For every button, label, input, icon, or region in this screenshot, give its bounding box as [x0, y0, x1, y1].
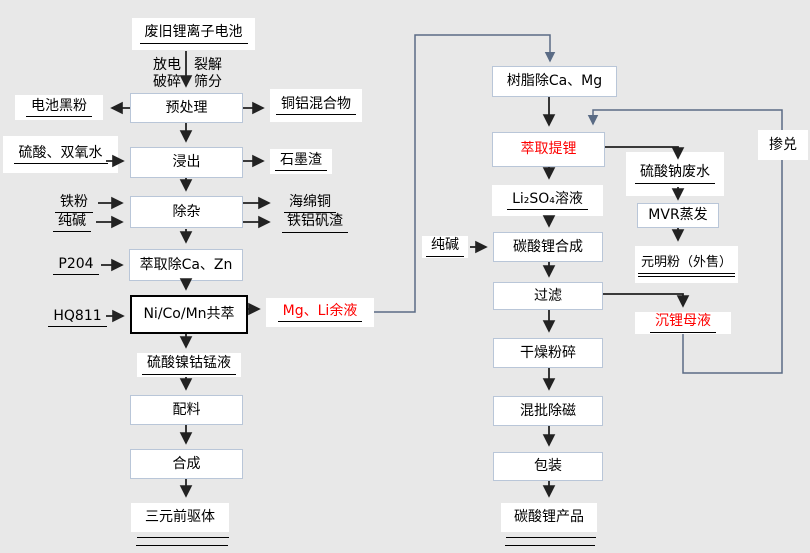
- process-resin-remove-ca-mg: 树脂除Ca、Mg: [492, 66, 617, 97]
- node-label: 沉锂母液: [650, 313, 716, 333]
- label-text: 纯碱: [426, 237, 464, 257]
- label-text: 海绵铜: [284, 194, 336, 214]
- process-extraction-remove-ca-zn: 萃取除Ca、Zn: [129, 249, 243, 281]
- double-underline: [136, 545, 228, 546]
- process-synthesis: 合成: [130, 449, 243, 479]
- label-soda-ash-right: 纯碱: [422, 236, 468, 258]
- process-label: 过滤: [534, 287, 562, 304]
- label-soda-ash-left: 纯碱: [48, 213, 96, 233]
- process-label: Ni/Co/Mn共萃: [143, 306, 235, 323]
- double-underline: [137, 537, 229, 538]
- label-text: 铁铝矾渣: [282, 213, 348, 233]
- process-label: 合成: [172, 455, 201, 472]
- node-sulfuric-acid-peroxide: 硫酸、双氧水: [3, 136, 118, 173]
- arrow-li-extraction-to-wastewater: [605, 146, 685, 160]
- process-ni-co-mn-coextraction: Ni/Co/Mn共萃: [130, 295, 248, 334]
- label-iron-powder: 铁粉: [50, 194, 98, 214]
- process-leaching: 浸出: [130, 147, 243, 178]
- node-copper-aluminum-mixture: 铜铝混合物: [270, 89, 362, 122]
- label-p204: P204: [52, 256, 100, 276]
- process-label: MVR蒸发: [648, 207, 708, 224]
- process-pretreatment: 预处理: [130, 93, 243, 123]
- process-batching: 配料: [130, 395, 243, 425]
- process-label: 混批除磁: [520, 402, 576, 419]
- node-label: 硫酸、双氧水: [13, 145, 108, 165]
- node-mg-li-raffinate: Mg、Li余液: [266, 298, 374, 327]
- process-label: 预处理: [165, 99, 208, 116]
- node-lithium-carbonate-product: 碳酸锂产品: [501, 503, 597, 532]
- node-li2so4-solution: Li₂SO₄溶液: [492, 185, 603, 216]
- process-label: 树脂除Ca、Mg: [506, 73, 603, 90]
- node-label: 电池黑粉: [26, 98, 92, 118]
- mother-liquor-blending-loop-line: [587, 109, 783, 374]
- process-label: 萃取除Ca、Zn: [139, 256, 233, 273]
- process-mvr-evaporation: MVR蒸发: [637, 203, 719, 228]
- node-lithium-precipitation-mother-liquor: 沉锂母液: [635, 312, 731, 334]
- node-battery-black-powder: 电池黑粉: [15, 95, 103, 120]
- process-drying-crushing: 干燥粉碎: [493, 338, 603, 368]
- node-label: 碳酸锂产品: [514, 509, 584, 526]
- label-text: 铁粉: [55, 194, 93, 214]
- node-label: 三元前驱体: [145, 509, 215, 526]
- label-text: 掺兑: [769, 136, 797, 153]
- process-label: 浸出: [172, 154, 201, 171]
- label-hq811: HQ811: [48, 307, 107, 328]
- label-text: 裂解 筛分: [194, 57, 222, 90]
- label-sponge-copper: 海绵铜: [276, 194, 344, 214]
- double-underline: [505, 545, 595, 546]
- double-underline: [506, 537, 596, 538]
- label-text: 纯碱: [53, 213, 91, 233]
- process-label: 配料: [172, 401, 201, 418]
- label-pyrolysis-sieving: 裂解 筛分: [189, 55, 227, 93]
- label-text: 放电 破碎: [153, 57, 181, 90]
- node-graphite-residue: 石墨渣: [270, 149, 332, 174]
- process-label: 除杂: [172, 203, 201, 220]
- node-label: Li₂SO₄溶液: [507, 191, 588, 211]
- label-text: P204: [53, 256, 99, 276]
- process-lithium-extraction: 萃取提锂: [492, 132, 605, 167]
- raffinate-to-resin-line: [374, 34, 556, 313]
- arrow-filtration-to-mother-liquor: [603, 293, 690, 308]
- node-label: 石墨渣: [275, 152, 327, 172]
- node-label: 元明粉（外售）: [637, 255, 736, 277]
- node-label: Mg、Li余液: [277, 303, 363, 323]
- process-label: 碳酸锂合成: [513, 238, 583, 255]
- process-filtration: 过滤: [493, 282, 603, 310]
- label-text: HQ811: [48, 308, 107, 328]
- node-label: 硫酸钠废水: [635, 164, 715, 184]
- process-lithium-carbonate-synthesis: 碳酸锂合成: [493, 232, 603, 262]
- process-packaging: 包装: [493, 452, 603, 481]
- node-label: 硫酸镍钴锰液: [142, 355, 236, 375]
- node-ternary-precursor: 三元前驱体: [131, 503, 229, 532]
- node-nickel-cobalt-manganese-sulfate: 硫酸镍钴锰液: [137, 353, 241, 377]
- label-blending: 掺兑: [758, 130, 808, 160]
- label-discharge-crush: 放电 破碎: [148, 55, 186, 93]
- process-impurity-removal: 除杂: [130, 196, 243, 228]
- node-label: 铜铝混合物: [276, 96, 356, 116]
- process-label: 干燥粉碎: [520, 344, 576, 361]
- process-batch-mixing-demagnetization: 混批除磁: [493, 396, 603, 426]
- node-glauber-salt-sold: 元明粉（外售）: [635, 246, 738, 283]
- node-waste-battery: 废旧锂离子电池: [132, 18, 255, 50]
- label-iron-aluminum-alum-slag: 铁铝矾渣: [276, 213, 354, 233]
- process-label: 萃取提锂: [520, 141, 577, 158]
- node-label: 废旧锂离子电池: [139, 24, 248, 44]
- process-label: 包装: [534, 458, 562, 475]
